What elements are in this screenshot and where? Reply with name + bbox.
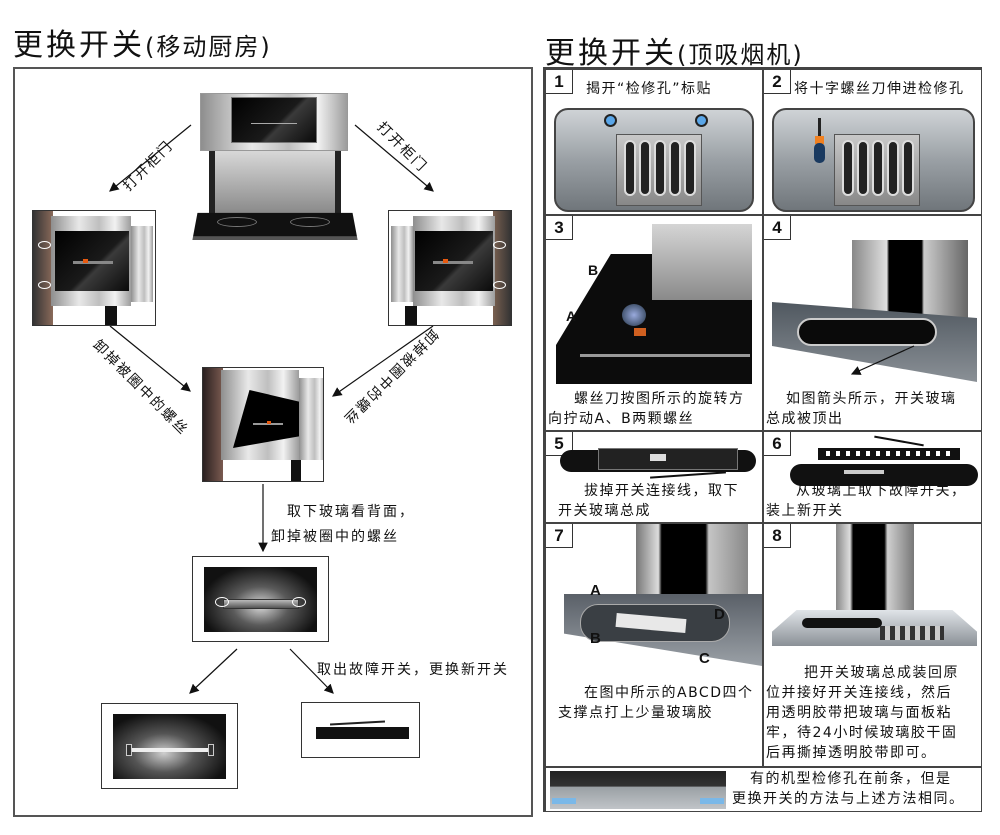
- step-caption: 将十字螺丝刀伸进检修孔: [794, 81, 965, 97]
- front-strip-image: [550, 771, 726, 809]
- arrow-remove-screws-left: [109, 325, 191, 392]
- step-number: 7: [546, 524, 573, 548]
- step-number: 3: [546, 216, 573, 240]
- glass-panel-image: [790, 464, 978, 486]
- step-cell-5: 5 拔掉开关连接线，取下 开关玻璃总成: [545, 431, 763, 523]
- step-caption-line2: 开关玻璃总成: [558, 503, 651, 519]
- hood-front-panel-image: [772, 230, 977, 386]
- step-caption-line1: 在图中所示的ABCD四个: [584, 685, 754, 701]
- marker-b: B: [588, 262, 599, 278]
- hood-underside-screwdriver-image: [772, 108, 975, 212]
- glass-front-new-image: [101, 703, 238, 789]
- left-title-main: 更换开关: [13, 28, 145, 63]
- left-section-title: 更换开关(移动厨房): [13, 20, 272, 64]
- step-caption-line1: 从玻璃上取下故障开关，: [796, 483, 967, 499]
- step-caption-line2: 装上新开关: [766, 503, 844, 519]
- step-caption-line1: 螺丝刀按图所示的旋转方: [574, 391, 745, 407]
- step-caption-line1: 如图箭头所示，开关玻璃: [786, 391, 957, 407]
- mobile-kitchen-panel: 打开柜门 打开柜门 卸掉被圈中的螺丝 卸掉被圈中的螺丝 取下玻璃看: [13, 67, 533, 817]
- step-caption-line2: 总成被顶出: [766, 411, 844, 427]
- marker-a: A: [590, 582, 601, 599]
- step-caption-line2: 位并接好开关连接线，然后: [766, 685, 952, 701]
- right-title-main: 更换开关: [545, 36, 677, 71]
- step-caption: 揭开“检修孔”标贴: [586, 81, 713, 97]
- kitchen-unit-image: [192, 93, 358, 245]
- step-number: 4: [764, 216, 791, 240]
- right-title-sub: (顶吸烟机): [677, 41, 804, 69]
- marker-d: D: [714, 606, 725, 623]
- inspection-hole-marker: [604, 114, 617, 127]
- door-open-right-image: [388, 210, 512, 326]
- left-title-sub: (移动厨房): [145, 33, 272, 61]
- door-open-left-image: [32, 210, 156, 326]
- step-cell-2: 2 将十字螺丝刀伸进检修孔: [763, 69, 982, 215]
- switch-board-image: [301, 702, 420, 758]
- hood-assembled-image: [772, 524, 977, 654]
- step-number: 1: [546, 70, 573, 94]
- inspection-hole-marker: [695, 114, 708, 127]
- glass-panel-image: [202, 367, 324, 482]
- note-line2: 更换开关的方法与上述方法相同。: [732, 791, 965, 807]
- step-cell-3: 3 B A 螺丝刀按图所示的旋转方 向拧动A、B两颗螺丝: [545, 215, 763, 431]
- step-caption-line1: 把开关玻璃总成装回原: [804, 665, 959, 681]
- step-caption-line5: 后再撕掉透明胶带即可。: [766, 745, 937, 761]
- step-number: 2: [764, 70, 791, 94]
- step-cell-8: 8 把开关玻璃总成装回原 位并接好开关连接线，然后 用透明胶带把玻璃与面板粘 牢…: [763, 523, 982, 767]
- arrow-to-glass-front: [189, 648, 238, 694]
- step-number: 6: [764, 432, 791, 456]
- connector-wire: [650, 471, 726, 479]
- arrow-open-door-right: [354, 124, 434, 192]
- arrow-open-door-left: [109, 124, 192, 192]
- hood-underside-image: [554, 108, 754, 212]
- hood-support-points-image: [556, 524, 762, 668]
- glass-back-image: [192, 556, 329, 642]
- label-replace-switch: 取出故障开关，更换新开关: [317, 662, 509, 678]
- step-number: 8: [764, 524, 791, 548]
- marker-a: A: [566, 308, 577, 324]
- step-caption-line3: 用透明胶带把玻璃与面板粘: [766, 705, 952, 721]
- screwdriver-icon: [818, 118, 821, 140]
- right-section-title: 更换开关(顶吸烟机): [545, 28, 804, 72]
- step-caption-line2: 向拧动A、B两颗螺丝: [548, 411, 695, 427]
- arrow-remove-screws-right: [332, 325, 434, 397]
- step-cell-4: 4 如图箭头所示，开关玻璃 总成被顶出: [763, 215, 982, 431]
- arrow-to-switch-board: [289, 648, 334, 694]
- flow-arrows: [109, 124, 434, 694]
- marker-b: B: [590, 630, 601, 647]
- range-hood-panel: 1 揭开“检修孔”标贴 2 将十字螺丝刀伸进检修孔: [543, 67, 982, 812]
- hood-corner-closeup-image: [556, 224, 752, 384]
- step-caption-line4: 牢，待24小时候玻璃胶干固: [766, 725, 958, 741]
- step-cell-6: 6 从玻璃上取下故障开关， 装上新开关: [763, 431, 982, 523]
- label-remove-glass-line2: 卸掉被圈中的螺丝: [271, 529, 399, 545]
- note-line1: 有的机型检修孔在前条，但是: [750, 771, 952, 787]
- note-row: 有的机型检修孔在前条，但是 更换开关的方法与上述方法相同。: [545, 767, 982, 812]
- label-remove-glass-line1: 取下玻璃看背面，: [287, 504, 415, 520]
- step-caption-line2: 支撑点打上少量玻璃胶: [558, 705, 713, 721]
- step-caption-line1: 拔掉开关连接线，取下: [584, 483, 739, 499]
- step-cell-1: 1 揭开“检修孔”标贴: [545, 69, 763, 215]
- marker-c: C: [699, 650, 710, 667]
- push-out-arrow: [850, 345, 915, 375]
- step-cell-7: 7 A B C D 在图中所示的ABCD四个 支撑点打上少量玻璃胶: [545, 523, 763, 767]
